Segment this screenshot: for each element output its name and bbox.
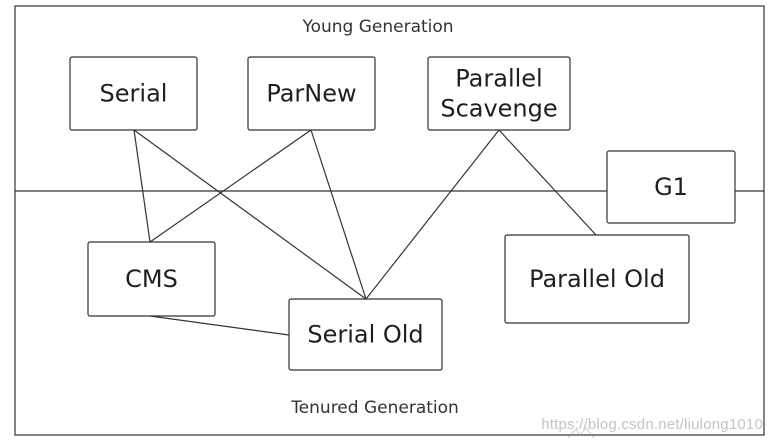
link-serial-to-serial-old: [133, 129, 367, 300]
collector-box-cms: [87, 241, 216, 317]
tenured-generation-label: Tenured Generation: [290, 398, 459, 418]
collector-cms: CMS: [87, 241, 216, 317]
link-parnew-to-serial-old: [310, 129, 367, 300]
collector-serial: Serial: [69, 56, 198, 131]
collector-box-parallel-scavenge: [427, 56, 571, 131]
collector-box-parallel-old: [504, 234, 690, 324]
collector-label-serial: Serial: [100, 80, 168, 108]
collector-label-parnew: ParNew: [266, 80, 356, 108]
collector-label-cms: CMS: [125, 265, 178, 293]
collector-label-parallel-scavenge: Scavenge: [440, 95, 557, 123]
collector-box-g1: [606, 150, 736, 224]
watermark-url: https://blog.csdn.net/liulong1010: [541, 416, 763, 433]
link-cms-to-serial-old: [149, 315, 290, 336]
compatibility-links: [133, 129, 597, 336]
young-generation-label: Young Generation: [301, 17, 453, 37]
collector-label-parallel-scavenge: Parallel: [455, 65, 542, 93]
link-parnew-to-cms: [149, 129, 312, 243]
collector-box-serial: [69, 56, 198, 131]
link-parallel-scavenge-to-parallel-old: [498, 129, 597, 236]
collector-label-parallel-old: Parallel Old: [529, 265, 665, 293]
collector-box-serial-old: [288, 298, 443, 371]
collector-parnew: ParNew: [247, 56, 376, 131]
collector-label-g1: G1: [654, 173, 688, 201]
collector-serial-old: Serial Old: [288, 298, 443, 371]
collector-label-serial-old: Serial Old: [307, 321, 423, 349]
diagram-frame: [14, 5, 765, 436]
collector-box-parnew: [247, 56, 376, 131]
watermark-logo-icon: [567, 426, 595, 439]
collector-g1: G1: [606, 150, 736, 224]
link-serial-to-cms: [133, 129, 151, 243]
link-parallel-scavenge-to-serial-old: [365, 129, 500, 300]
collector-parallel-old: Parallel Old: [504, 234, 690, 324]
